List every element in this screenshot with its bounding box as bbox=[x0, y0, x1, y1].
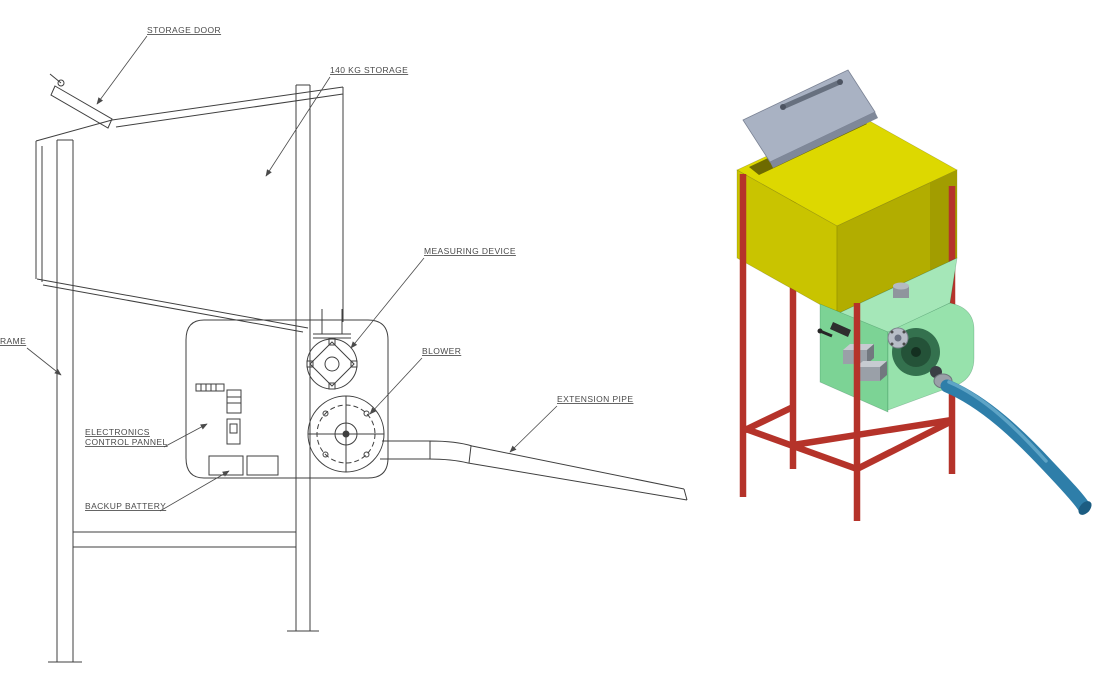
label-storage-door: STORAGE DOOR bbox=[147, 25, 221, 35]
door-hinge-pin bbox=[57, 79, 65, 87]
measuring-device-flange-hole bbox=[894, 334, 902, 342]
label-measuring-device: MEASURING DEVICE bbox=[424, 246, 516, 256]
leader-electronics bbox=[163, 423, 208, 448]
leader-140kg-storage bbox=[265, 76, 331, 177]
callout-140kg-storage: 140 KG STORAGE bbox=[265, 65, 408, 177]
frame-crossbar bbox=[73, 531, 296, 548]
backup-battery-shape bbox=[208, 455, 279, 476]
lid-hinge-pin-right bbox=[837, 79, 843, 85]
callout-frame: RAME bbox=[0, 336, 62, 376]
pipe-highlight bbox=[947, 380, 1048, 463]
leader-backup-battery bbox=[159, 470, 230, 512]
measuring-device-shape bbox=[306, 309, 358, 390]
blower-shape bbox=[307, 395, 385, 473]
storage-door-shape bbox=[49, 73, 113, 129]
frame-3d-front bbox=[739, 174, 954, 521]
storage-bin-shape bbox=[35, 86, 344, 333]
extension-pipe-3d bbox=[933, 373, 1092, 515]
frame-rail-side-left bbox=[741, 404, 795, 434]
callout-electronics-control-panel: ELECTRONICS CONTROL PANNEL bbox=[85, 423, 208, 448]
frame-rail-rear-bottom bbox=[792, 416, 953, 449]
leader-blower bbox=[369, 357, 423, 415]
leader-measuring-device bbox=[350, 257, 425, 349]
label-140kg-storage: 140 KG STORAGE bbox=[330, 65, 408, 75]
callouts: STORAGE DOOR 140 KG STORAGE MEASURING DE… bbox=[0, 25, 633, 512]
leader-frame bbox=[26, 347, 62, 376]
label-extension-pipe: EXTENSION PIPE bbox=[557, 394, 633, 404]
frame-rail-front-bottom-left bbox=[741, 424, 859, 473]
leader-extension-pipe bbox=[509, 405, 558, 453]
callout-blower: BLOWER bbox=[369, 346, 461, 415]
label-frame: RAME bbox=[0, 336, 26, 346]
lid-hinge-pin-left bbox=[780, 104, 786, 110]
callout-measuring-device: MEASURING DEVICE bbox=[350, 246, 516, 349]
frame-left-post bbox=[48, 139, 82, 663]
electronics-panel-shape bbox=[195, 383, 242, 445]
lid-thickness-edge bbox=[770, 112, 878, 168]
callout-backup-battery: BACKUP BATTERY bbox=[85, 470, 230, 512]
label-electronics-line2: CONTROL PANNEL bbox=[85, 437, 168, 447]
blower-hub bbox=[911, 347, 921, 357]
body-vent-slot bbox=[830, 322, 851, 337]
render-3d-view bbox=[736, 69, 1092, 521]
callout-storage-door: STORAGE DOOR bbox=[96, 25, 221, 105]
machine-body-shape bbox=[185, 319, 389, 479]
label-backup-battery: BACKUP BATTERY bbox=[85, 501, 166, 511]
frame-right-post bbox=[287, 84, 319, 632]
extension-pipe-shape bbox=[380, 440, 688, 501]
label-electronics-line1: ELECTRONICS bbox=[85, 427, 150, 437]
callout-extension-pipe: EXTENSION PIPE bbox=[509, 394, 633, 453]
lid-3d bbox=[742, 69, 878, 168]
pipe-end-cap bbox=[1078, 501, 1092, 515]
frame-rail-front-bottom-right bbox=[855, 418, 954, 472]
leader-storage-door bbox=[96, 35, 148, 105]
lid-handle bbox=[780, 79, 843, 110]
label-blower: BLOWER bbox=[422, 346, 461, 356]
orthographic-drawing bbox=[35, 73, 688, 663]
extension-pipe-tube bbox=[940, 379, 1091, 514]
